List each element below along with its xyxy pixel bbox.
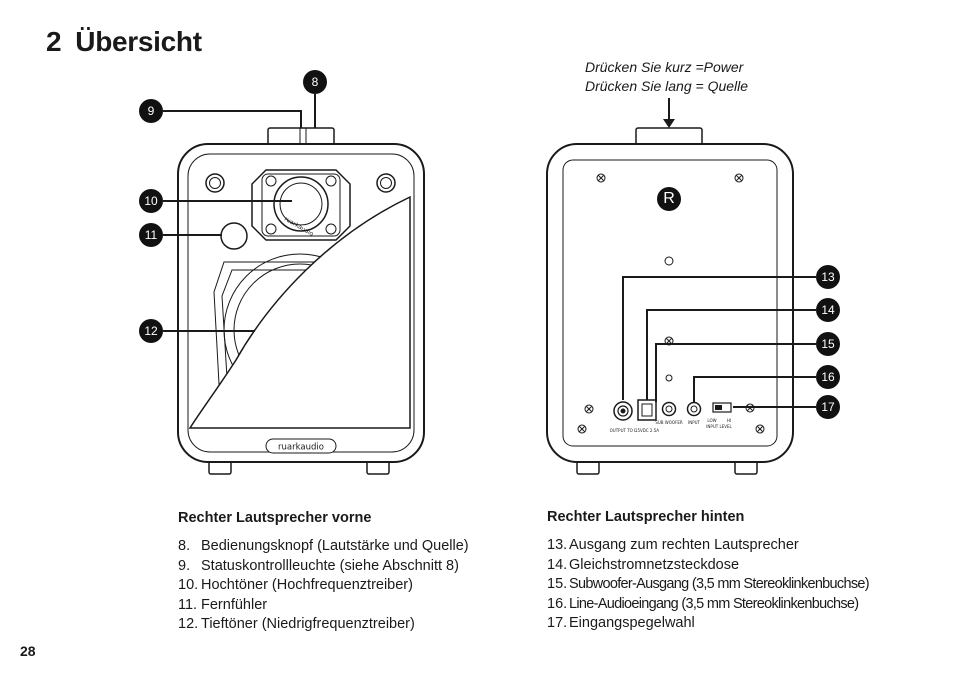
back-speaker [546, 127, 794, 475]
callout-14: 14 [816, 298, 840, 322]
callout-9: 9 [139, 99, 163, 123]
list-item: 11.Fernfühler [178, 596, 268, 613]
list-item: 12.Tieftöner (Niedrigfrequenztreiber) [178, 616, 415, 632]
input-level-label: INPUT LEVEL [706, 424, 732, 429]
back-legend-heading: Rechter Lautsprecher hinten [547, 509, 745, 525]
back-cabinet [546, 143, 794, 463]
list-item: 10.Hochtöner (Hochfrequenztreiber) [178, 577, 413, 593]
sub-out-label: SUB WOOFER [655, 420, 683, 425]
front-legend-list: 8.Bedienungsknopf (Lautstärke und Quelle… [178, 537, 469, 635]
brand-badge-label: ruarkaudio [278, 443, 324, 453]
front-legend: Rechter Lautsprecher vorne 8.Bedienungsk… [178, 510, 469, 635]
callout-8: 8 [303, 70, 327, 94]
list-item: 16.Line-Audioeingang (3,5 mm Stereoklink… [547, 595, 859, 612]
list-item: 17.Eingangspegelwahl [547, 615, 695, 631]
back-panel [562, 159, 778, 447]
list-item: 13.Ausgang zum rechten Lautsprecher [547, 537, 799, 553]
callout-15: 15 [816, 332, 840, 356]
section-title: Übersicht [75, 26, 202, 57]
section-number: 2 [46, 26, 62, 57]
callout-16: 16 [816, 365, 840, 389]
tweeter [273, 176, 329, 232]
press-note: Drücken Sie kurz =Power Drücken Sie lang… [585, 58, 748, 96]
list-item: 9.Statuskontrollleuchte (siehe Abschnitt… [178, 557, 459, 574]
brand-badge [265, 438, 337, 454]
page-number: 28 [20, 643, 36, 659]
level-low-label: LOW [707, 418, 716, 423]
callout-12: 12 [139, 319, 163, 343]
list-item: 15.Subwoofer-Ausgang (3,5 mm Stereoklink… [547, 576, 870, 592]
press-note-short: Drücken Sie kurz =Power [585, 59, 744, 75]
back-legend-list: 13.Ausgang zum rechten Lautsprecher 14.G… [547, 536, 870, 634]
press-note-long: Drücken Sie lang = Quelle [585, 78, 749, 94]
front-legend-heading: Rechter Lautsprecher vorne [178, 510, 372, 526]
dc-input-label: 15VDC 2.5A [635, 428, 659, 433]
callout-r: R [657, 187, 681, 211]
back-legend: Rechter Lautsprecher hinten 13.Ausgang z… [547, 509, 870, 634]
grille-cloth [188, 195, 411, 429]
back-connectors [613, 399, 732, 421]
callout-13: 13 [816, 265, 840, 289]
front-screw-right [376, 173, 396, 193]
input-label: INPUT [688, 420, 701, 425]
callout-11: 11 [139, 223, 163, 247]
tweeter-frame [251, 169, 351, 241]
front-speaker [177, 127, 425, 475]
level-hi-label: HI [727, 418, 731, 423]
page-title: 2 Übersicht [46, 26, 202, 58]
press-arrow [663, 98, 675, 128]
output-jack-label: OUTPUT TO L [610, 428, 637, 433]
callout-10: 10 [139, 189, 163, 213]
front-screw-left [205, 173, 225, 193]
front-leaders [163, 94, 316, 332]
back-leaders [622, 276, 816, 408]
list-item: 14.Gleichstromnetzsteckdose [547, 556, 740, 573]
list-item: 8.Bedienungsknopf (Lautstärke und Quelle… [178, 538, 469, 554]
callout-17: 17 [816, 395, 840, 419]
